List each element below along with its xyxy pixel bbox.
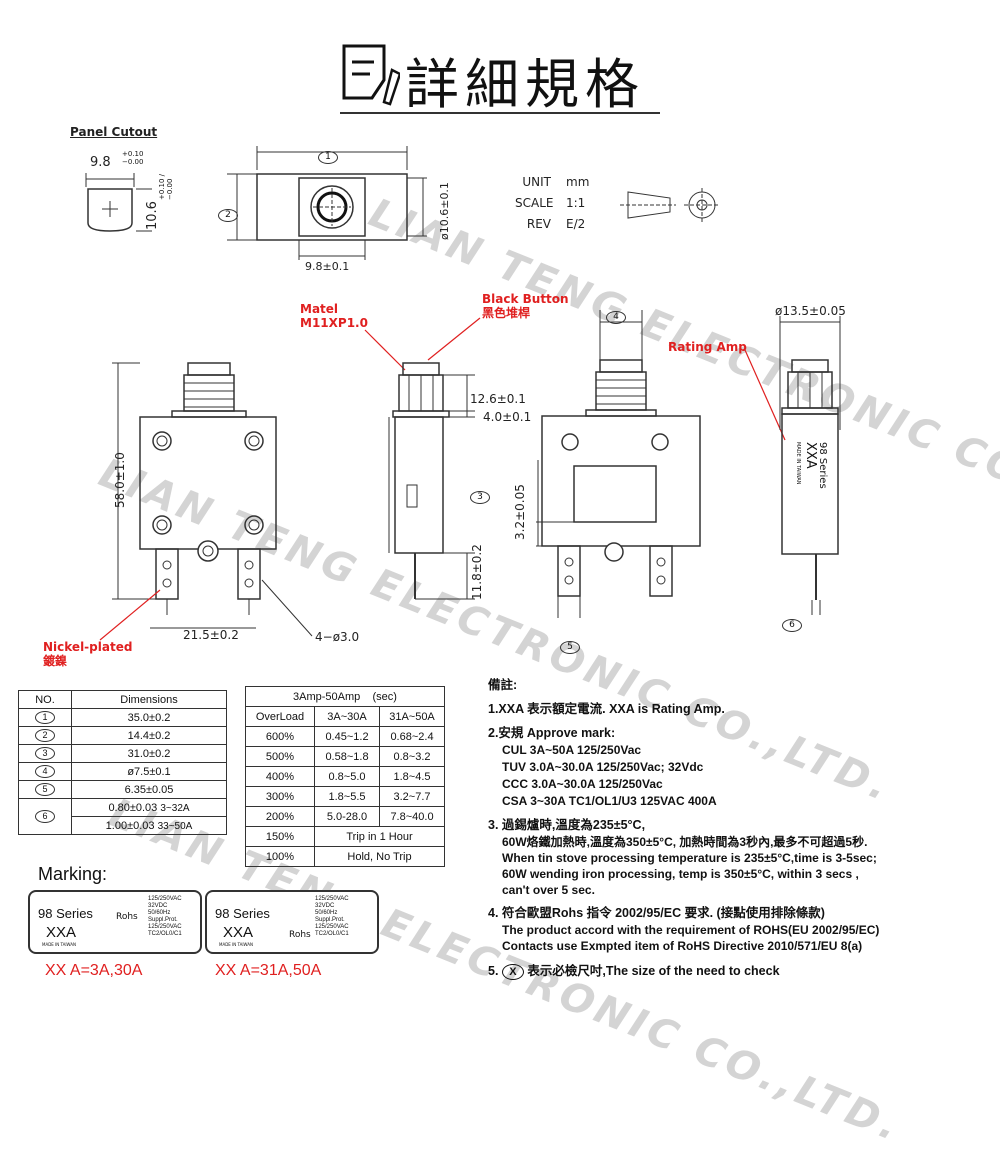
dim-10-6: ø10.6±0.1 [438, 182, 451, 240]
dim-13-5: ø13.5±0.05 [775, 304, 846, 318]
panel-cutout-drawing [60, 165, 170, 240]
back-view-drawing [530, 300, 710, 620]
side-view-drawing [375, 355, 535, 615]
callout-1: 1 [318, 144, 338, 164]
table-row: 1.00±0.03 33~50A [19, 816, 227, 835]
marking-heading: Marking: [38, 864, 108, 884]
unit-labels: UNIT SCALE REV [515, 175, 554, 231]
notes-heading: 備註: [488, 678, 518, 692]
marking-label-2: 98 Series XXA MADE IN TAIWAN Rohs 125/25… [205, 890, 379, 954]
notepad-pencil-icon [340, 40, 402, 110]
page-title: 詳細規格 [405, 53, 645, 116]
marking-caption-2: XX A=31A,50A [215, 962, 322, 979]
callout-4: 4 [606, 304, 626, 324]
table-row: 6 0.80±0.03 3~32A [18, 798, 227, 835]
marking-label-1: 98 Series XXA MADE IN TAIWAN Rohs 125/25… [28, 890, 202, 954]
check-size-symbol: X [501, 964, 524, 980]
table-row: 150%Trip in 1 Hour [245, 826, 445, 847]
dim-3-2: 3.2±0.05 [513, 484, 527, 540]
unit-values: mm 1:1 E/2 [566, 175, 590, 231]
marking-caption-1: XX A=3A,30A [45, 962, 143, 979]
callout-3: 3 [470, 484, 490, 504]
dim-4-0: 4.0±0.1 [483, 410, 532, 424]
panel-cutout-title: Panel Cutout [70, 125, 158, 139]
table-row: 100%Hold, No Trip [245, 846, 445, 867]
panel-cutout-width-tol: +0.10−0.00 [122, 150, 144, 166]
dim-9-8: 9.8±0.1 [305, 260, 350, 273]
col-header-no: NO. [18, 690, 72, 709]
dim-12-6: 12.6±0.1 [470, 392, 526, 406]
side-rating-label: 98 Series XXA MADE IN TAIWAN [795, 442, 828, 489]
dim-4-phi3: 4−ø3.0 [315, 630, 360, 644]
dim-58: 58.0±1.0 [113, 452, 127, 508]
notes-section: 備註: 1.XXA 表示額定電流. XXA is Rating Amp. 2.安… [488, 676, 988, 980]
panel-cutout-width: 9.8 [90, 155, 111, 170]
trip-table: 3Amp-50Amp (sec) OverLoad 3A~30A 31A~50A… [245, 686, 445, 867]
col-header-dimensions: Dimensions [71, 690, 227, 709]
dim-21-5: 21.5±0.2 [183, 628, 239, 642]
callout-2: 2 [218, 202, 238, 222]
callout-5: 5 [560, 634, 580, 654]
title-underline [340, 112, 660, 114]
projection-symbol-icon [620, 180, 720, 230]
rating-amp-callout: Rating Amp [668, 340, 747, 354]
callout-6: 6 [782, 612, 802, 632]
trip-table-title: 3Amp-50Amp (sec) [245, 686, 445, 707]
dim-11-8: 11.8±0.2 [470, 544, 484, 600]
front-leaders [150, 560, 350, 640]
right-side-drawing [770, 310, 890, 630]
